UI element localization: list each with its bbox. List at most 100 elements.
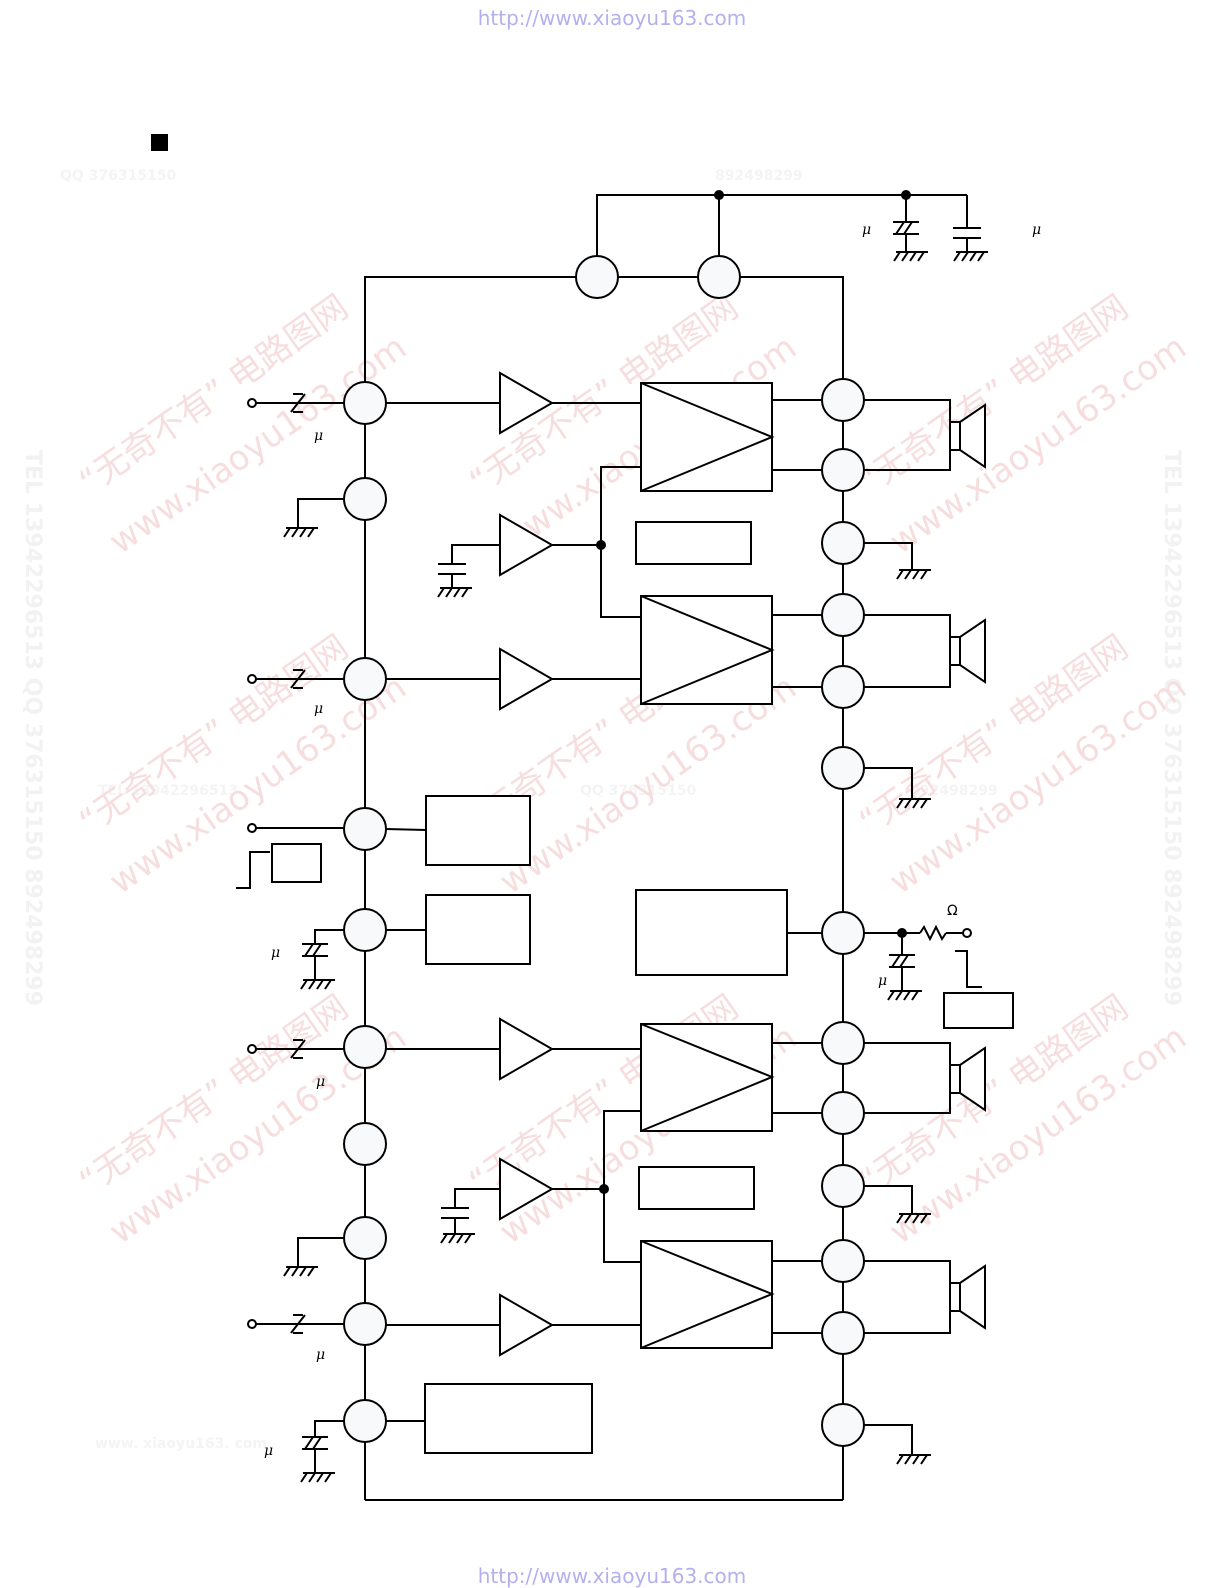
ohm-label: Ω (947, 903, 958, 919)
ground-icon (283, 1266, 319, 1277)
ground-icon (887, 990, 923, 1001)
header-url[interactable]: http://www.xiaoyu163.com (477, 6, 747, 30)
standby-terminal (247, 823, 257, 833)
ground-icon (893, 251, 929, 262)
power-amp-block (640, 1240, 773, 1349)
pin-in4 (343, 1302, 387, 1346)
mu-label: μ (862, 222, 871, 238)
watermark-layer: QQ 376315150 892498299 TEL 13942296513 Q… (20, 168, 1194, 1452)
bias-amp-triangle (499, 1157, 555, 1221)
watermark-side-left: TEL 13942296513 QQ 376315150 892498299 (20, 450, 45, 1006)
pin-vcc-1 (575, 255, 619, 299)
electrolytic-capacitor: μ (264, 1420, 344, 1483)
mute-waveform (955, 950, 982, 988)
pin-gnd-left-2 (343, 1216, 387, 1260)
pin-out2-neg (821, 665, 865, 709)
power-amp-triangle (640, 382, 775, 492)
watermark-qq-mid: QQ 376315150 (580, 783, 697, 799)
standby-waveform (236, 851, 270, 889)
footer-url[interactable]: http://www.xiaoyu163.com (477, 1564, 747, 1588)
ground-icon (300, 979, 336, 990)
pin-out4-pos (821, 1239, 865, 1283)
speaker-icon (949, 1264, 986, 1330)
pin-pgnd-4 (821, 1403, 865, 1447)
preamp-triangle (499, 1293, 555, 1357)
ripple-filter-1 (437, 544, 500, 598)
pin-out3-pos (821, 1021, 865, 1065)
power-amp-block (640, 595, 773, 705)
resistor (919, 924, 947, 942)
input-ch3: μ (247, 1039, 344, 1090)
power-amp-block (640, 1023, 773, 1132)
mu-label: μ (878, 973, 887, 989)
pin-nc (343, 1122, 387, 1166)
pin-standby (343, 807, 387, 851)
standby-block (425, 795, 531, 866)
mute-terminal (962, 928, 972, 938)
pin-vcc-2 (697, 255, 741, 299)
mu-label: μ (316, 1074, 325, 1090)
mute-block (635, 889, 788, 976)
watermark-site-bottom: www. xiaoyu163. com (95, 1436, 267, 1452)
pin-pgnd-3 (821, 1164, 865, 1208)
watermark-num-mid: 892498299 (910, 783, 998, 799)
preamp-triangle (499, 1017, 555, 1081)
pin-pgnd-2 (821, 746, 865, 790)
pin-out2-pos (821, 593, 865, 637)
input-ch2: μ (247, 669, 344, 717)
reference-block (424, 1383, 593, 1454)
preamp-triangle (499, 371, 555, 435)
input-ch4: μ (247, 1314, 344, 1363)
watermark-side-right: TEL 13942296513 QQ 376315150 892498299 (1159, 450, 1184, 1006)
pin-out4-neg (821, 1311, 865, 1355)
mu-label: μ (314, 701, 323, 717)
power-amp-triangle (640, 595, 775, 705)
ground-icon (440, 1233, 476, 1244)
electrolytic-capacitor (893, 221, 929, 262)
standby-signal-box (271, 843, 322, 883)
ground-icon (283, 527, 319, 538)
input-terminal (247, 1044, 257, 1054)
ground-icon (300, 1472, 336, 1483)
bias-amp-triangle (499, 513, 555, 577)
input-ch1: μ (247, 393, 344, 444)
speaker-icon (949, 618, 986, 684)
pin-pgnd-1 (821, 521, 865, 565)
pin-mute (821, 911, 865, 955)
mu-label: μ (1032, 222, 1041, 238)
pin-in2 (343, 657, 387, 701)
speaker-icon (949, 403, 986, 469)
capacitor (953, 227, 989, 262)
watermark-tel-mid: TEL 13942296513 (98, 783, 238, 799)
input-terminal (247, 398, 257, 408)
ripple-filter-2 (440, 1188, 500, 1244)
pin-in3 (343, 1025, 387, 1069)
pin-gnd-left-1 (343, 477, 387, 521)
junction-dot (714, 190, 724, 200)
speaker-icon (949, 1046, 986, 1112)
ground-icon (953, 251, 989, 262)
input-terminal (247, 674, 257, 684)
pin-svr (343, 908, 387, 952)
electrolytic-capacitor: μ (271, 929, 344, 990)
mu-label: μ (271, 945, 280, 961)
watermark-num-top: 892498299 (715, 168, 803, 184)
watermark-qq-top: QQ 376315150 (60, 168, 177, 184)
ground-icon (896, 1454, 932, 1465)
preamp-triangle (499, 647, 555, 711)
electrolytic-capacitor: μ (878, 933, 923, 1001)
mu-label: μ (316, 1347, 325, 1363)
protection-block-2 (638, 1166, 755, 1210)
pin-ref (343, 1399, 387, 1443)
mu-label: μ (314, 428, 323, 444)
power-amp-triangle (640, 1023, 775, 1132)
input-terminal (247, 1319, 257, 1329)
ground-icon (896, 569, 932, 580)
power-amp-block (640, 382, 773, 492)
pin-out1-neg (821, 448, 865, 492)
pin-out3-neg (821, 1091, 865, 1135)
ground-icon (437, 587, 473, 598)
mute-signal-box (943, 992, 1014, 1029)
mu-label: μ (264, 1443, 273, 1459)
